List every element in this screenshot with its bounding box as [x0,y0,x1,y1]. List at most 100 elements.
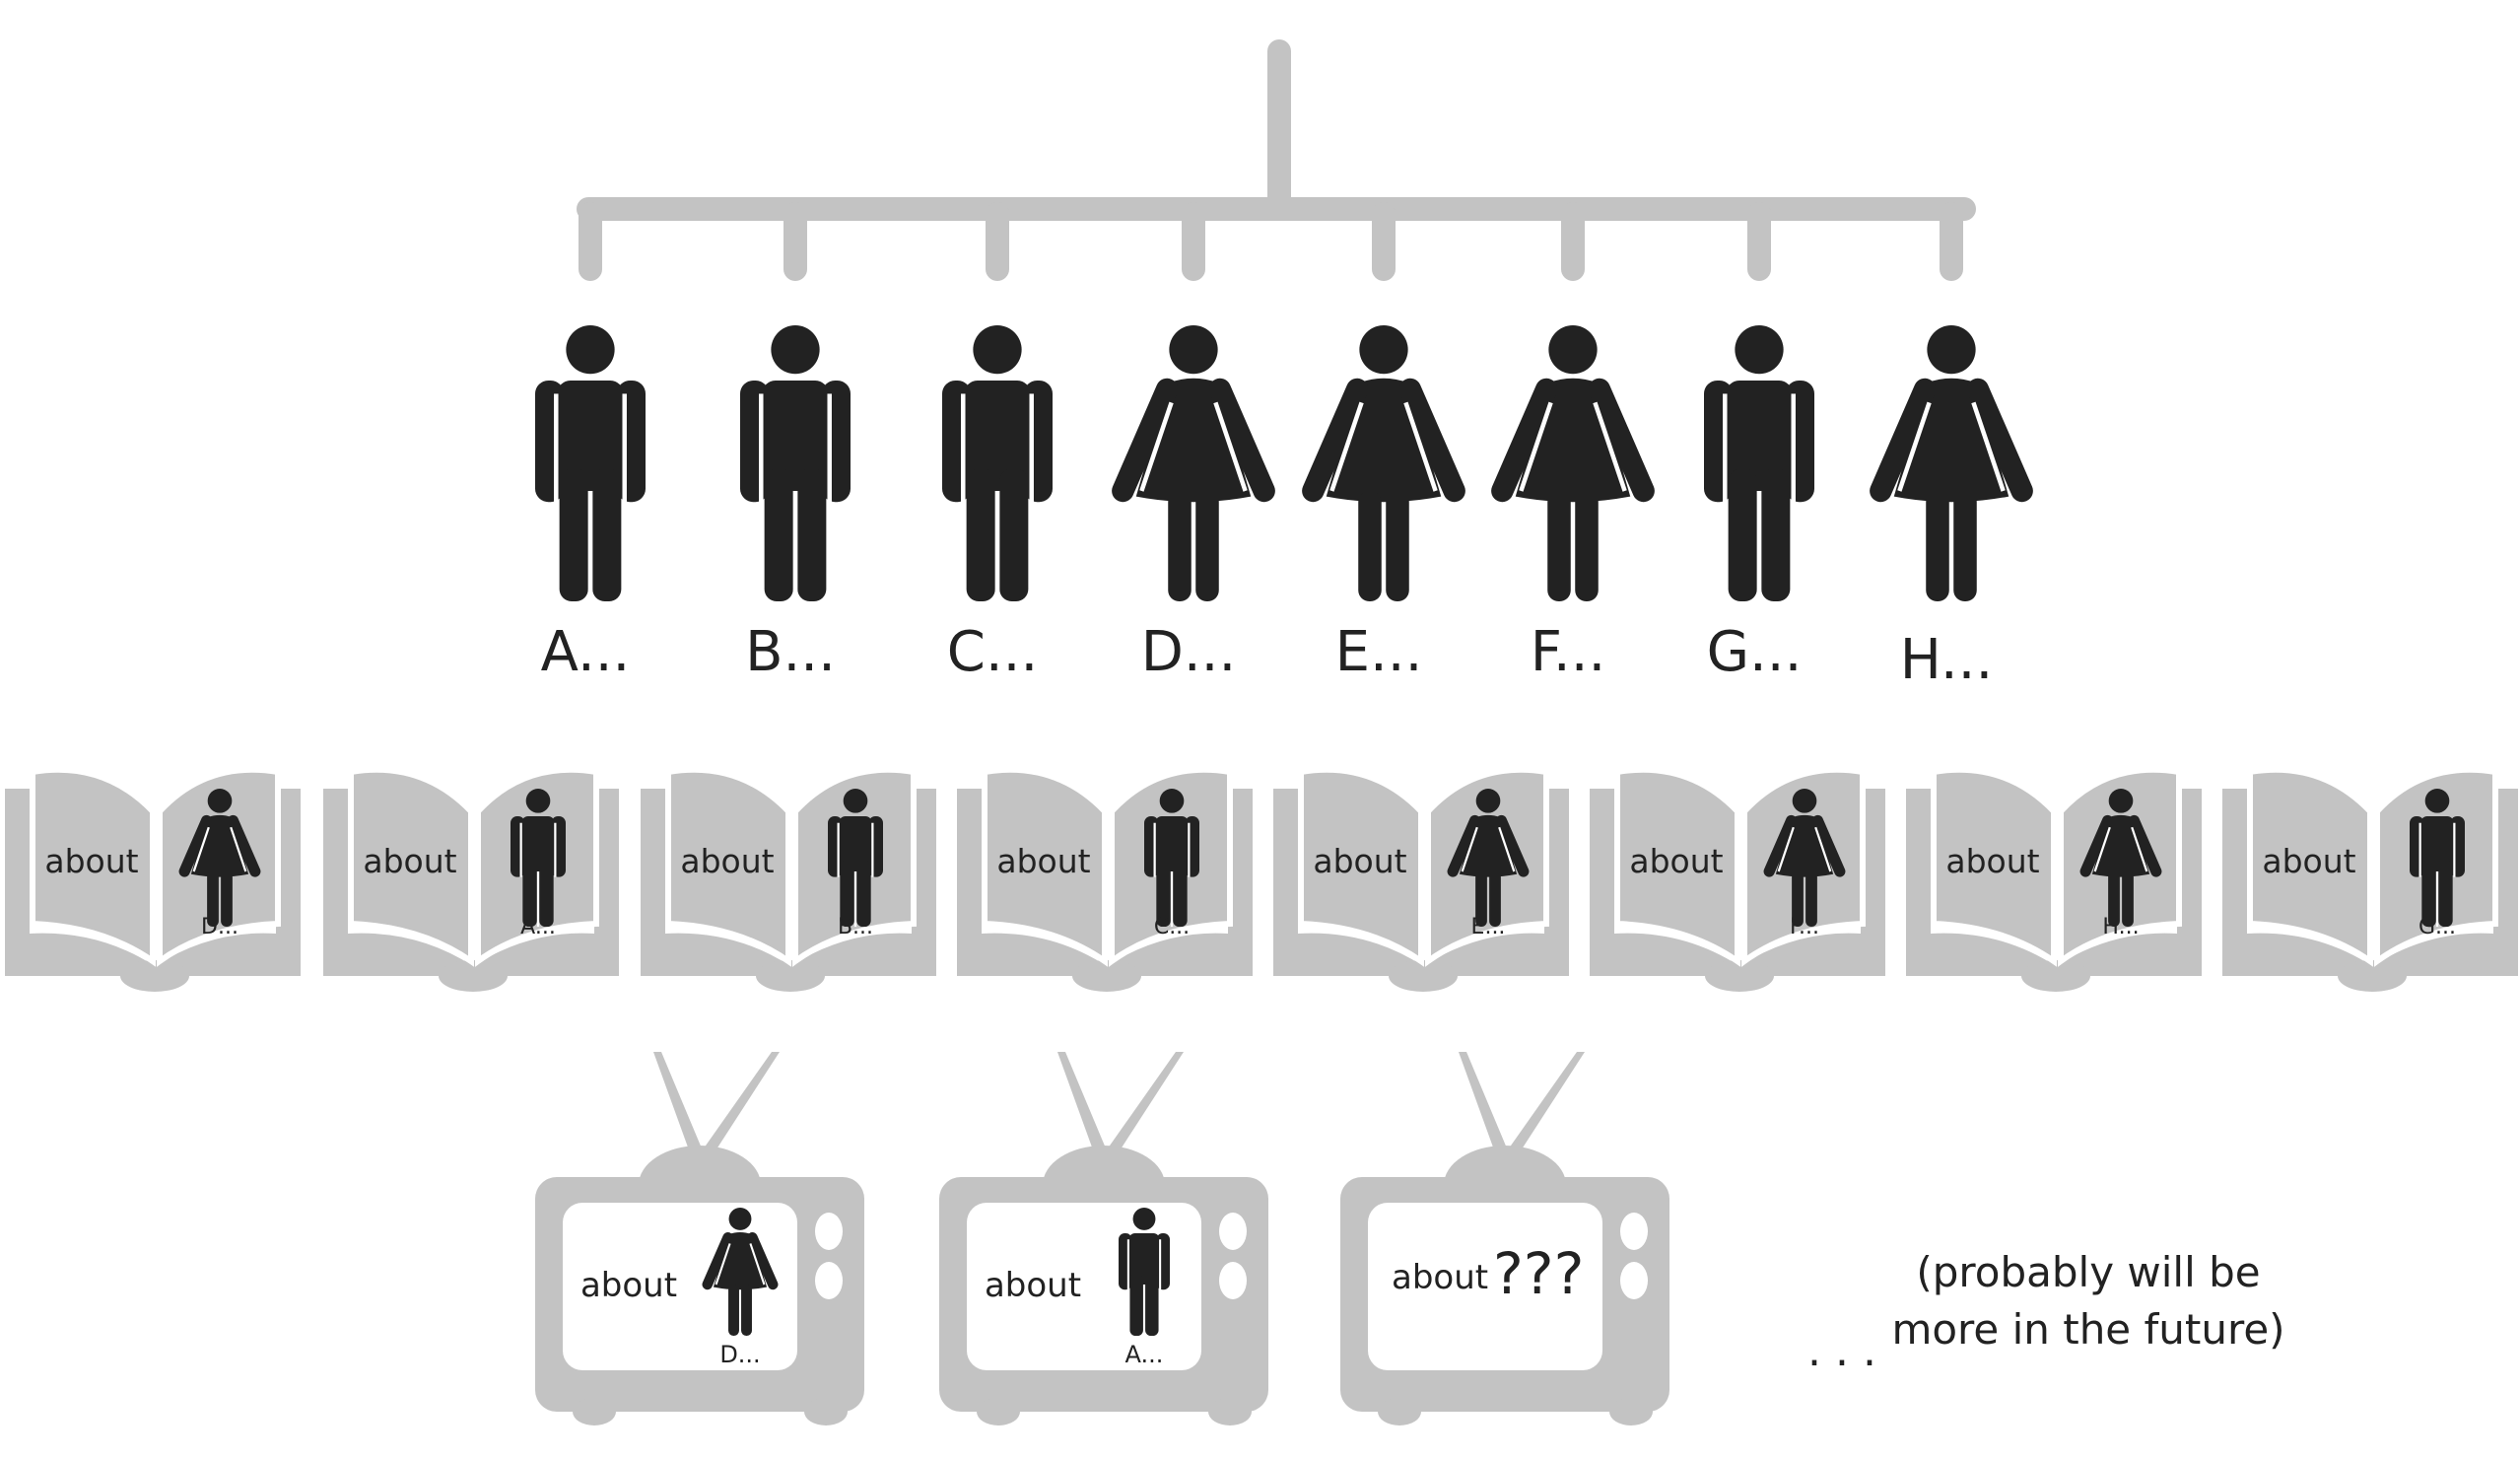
tree-trunk [1267,39,1291,217]
book-spine [120,960,189,992]
tv-antenna-right [699,1052,780,1155]
book-left-page [348,766,474,967]
book-about-c: aboutC... [957,766,1253,992]
woman-icon [1880,325,2021,601]
tv-foot [1609,1398,1653,1425]
woman-icon [1123,325,1263,601]
book-left-page [2247,766,2373,967]
book-spine [2338,960,2407,992]
person-b: B... [740,325,851,684]
book-person-label: E... [1471,915,1506,939]
tv-about-text: about [985,1266,1081,1305]
book-spine [756,960,825,992]
book-about-text: about [1945,842,2039,880]
tv-antenna-base [639,1146,761,1185]
book-spine [2021,960,2090,992]
tv-about-text: about [1392,1258,1488,1297]
book-about-text: about [2262,842,2355,880]
book-person-label: B... [838,915,873,939]
book-about-g: aboutG... [2222,766,2518,992]
woman-icon [1502,325,1643,601]
book-left-page [30,766,156,967]
man-icon [942,325,1053,601]
book-left-page [1298,766,1424,967]
person-label: B... [745,620,836,684]
book-left-page [982,766,1108,967]
tree-drop-line [1182,202,1205,281]
tree-drop-line [579,202,602,281]
book-person-label: C... [1154,915,1190,939]
person-d: D... [1123,325,1263,684]
book-left-page [1614,766,1740,967]
book-person-label: A... [520,915,556,939]
tv-antenna-left [653,1052,705,1155]
book-cover [1590,789,1885,976]
family-tree-connector [577,39,1976,281]
tv-knob [1219,1213,1247,1250]
tv-knob [1620,1213,1648,1250]
tree-drop-line [783,202,807,281]
person-label: C... [947,620,1039,684]
tv-screen [1368,1203,1602,1370]
book-person-label: H... [2102,915,2139,939]
tree-branch-bar [577,197,1976,221]
person-label: H... [1900,628,1994,692]
person-f: F... [1502,325,1643,684]
tv-knob [815,1262,843,1299]
tv-knob [1620,1262,1648,1299]
tree-drop-line [1940,202,1963,281]
book-spine [1072,960,1141,992]
book-person-label: F... [1790,915,1819,939]
tv-foot [573,1398,616,1425]
unknown-subject-marks: ??? [1493,1240,1584,1307]
person-label: A... [541,620,631,684]
book-about-text: about [1313,842,1406,880]
people-row: A... B... C... D... E... F... G... H... [535,325,2022,692]
tv-antenna-base [1043,1146,1165,1185]
tv-antenna-base [1444,1146,1566,1185]
tv-foot [1378,1398,1421,1425]
tree-drop-line [1747,202,1771,281]
book-spine [1389,960,1458,992]
book-left-page [665,766,791,967]
tv-foot [977,1398,1020,1425]
book-about-b: aboutB... [641,766,936,992]
tv-knob [1219,1262,1247,1299]
tv-antenna-right [1103,1052,1184,1155]
book-about-f: aboutF... [1590,766,1885,992]
book-cover [5,789,301,976]
tree-drop-line [1561,202,1585,281]
tv-person-label: D... [719,1341,760,1368]
person-g: G... [1704,325,1814,684]
person-label: G... [1707,620,1803,684]
book-about-text: about [44,842,138,880]
book-cover [2222,789,2518,976]
book-person-label: G... [2418,915,2456,939]
book-about-text: about [363,842,456,880]
books-row: aboutD...aboutA...aboutB...aboutC...abou… [5,766,2518,992]
book-about-e: aboutE... [1273,766,1569,992]
tv-3: about??? [1340,1052,1669,1425]
tv-foot [804,1398,848,1425]
man-icon [1704,325,1814,601]
tv-antenna-right [1504,1052,1585,1155]
person-label: D... [1141,620,1237,684]
book-about-d: aboutD... [5,766,301,992]
woman-icon [1313,325,1454,601]
book-spine [439,960,508,992]
tv-2: aboutA... [939,1052,1268,1425]
tv-knob [815,1213,843,1250]
person-c: C... [942,325,1053,684]
tv-antenna-left [1459,1052,1510,1155]
future-note-line2: more in the future) [1891,1305,2284,1354]
man-icon [740,325,851,601]
book-spine [1705,960,1774,992]
tv-person-label: A... [1125,1341,1164,1368]
book-cover [1906,789,2202,976]
person-label: E... [1335,620,1423,684]
book-cover [641,789,936,976]
book-about-text: about [680,842,774,880]
book-left-page [1931,766,2057,967]
